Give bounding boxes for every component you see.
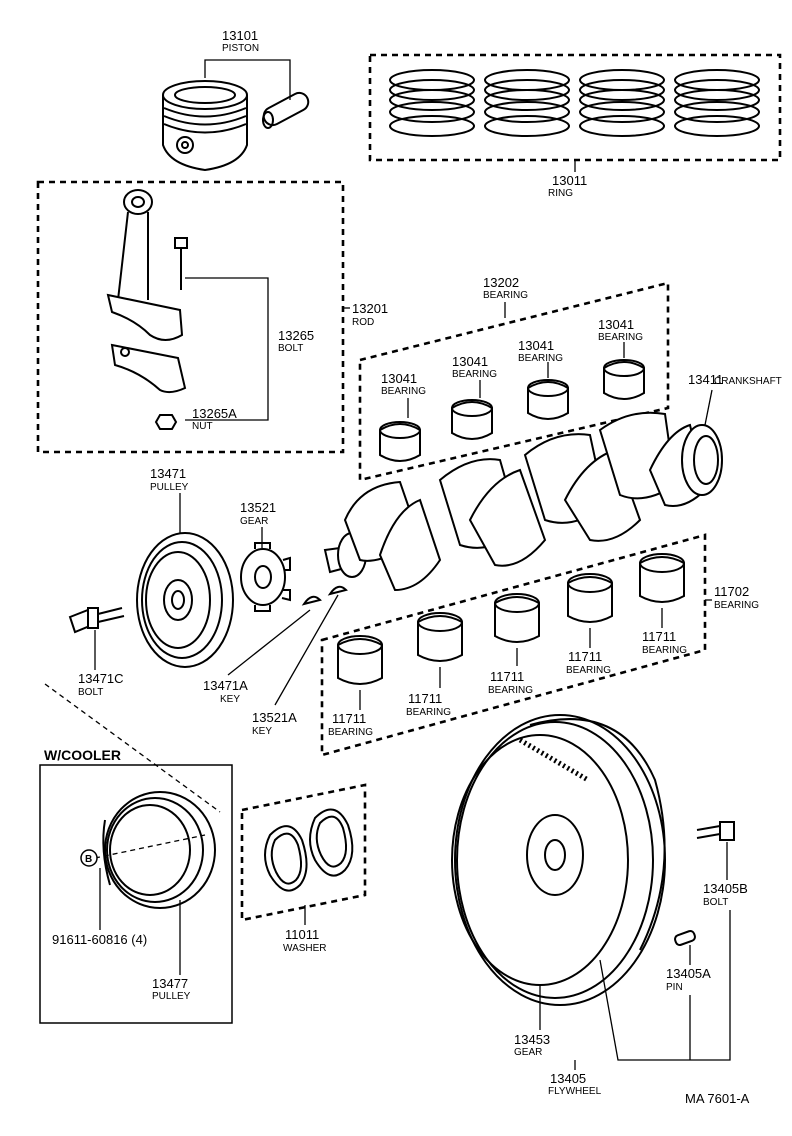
part-13453-name: GEAR (514, 1047, 542, 1058)
flywheel-drawing (451, 714, 666, 1006)
part-13041-number-3: 13041 (518, 338, 554, 353)
crank-pulley-drawing (136, 532, 234, 668)
washer-box (240, 783, 367, 922)
part-13471C-number: 13471C (78, 671, 124, 686)
callout-b-marker (80, 849, 98, 867)
part-11711-number-2: 11711 (408, 691, 442, 706)
part-11711-number-5: 11711 (642, 629, 676, 644)
part-11711-name-1: BEARING (328, 727, 373, 738)
part-13411-number: 13411 (688, 372, 723, 387)
cooler-pulley-box (39, 764, 233, 1024)
dowel-pin-drawing (674, 930, 696, 946)
crankshaft-drawing (323, 411, 723, 592)
cooler-variant-label: W/COOLER (44, 747, 121, 763)
part-13202-number: 13202 (483, 275, 519, 290)
part-13521-name: GEAR (240, 516, 268, 527)
part-13405B-name: BOLT (703, 897, 728, 908)
callout-b-letter: B (85, 854, 92, 865)
part-13405A-name: PIN (666, 982, 683, 993)
part-13521-number: 13521 (240, 500, 276, 515)
upper-bearing-box (358, 281, 670, 482)
part-13202-name: BEARING (483, 290, 528, 301)
timing-gear-drawing (240, 542, 291, 612)
part-13471-name: PULLEY (150, 482, 189, 493)
part-13405B-number: 13405B (703, 881, 748, 896)
pulley-bolt-drawing (68, 607, 125, 634)
part-13011-name: RING (548, 188, 573, 199)
part-11702-number: 11702 (714, 584, 749, 599)
part-13041-name-4: BEARING (598, 332, 643, 343)
part-13453-number: 13453 (514, 1032, 550, 1047)
part-13101-name: PISTON (222, 43, 259, 54)
part-13405-name: FLYWHEEL (548, 1086, 602, 1097)
part-11702-name: BEARING (714, 600, 759, 611)
part-13041-number-4: 13041 (598, 317, 634, 332)
part-11011-number: 11011 (285, 927, 319, 942)
part-13041-number-1: 13041 (381, 371, 417, 386)
part-11711-name-2: BEARING (406, 707, 451, 718)
part-13477-number: 13477 (152, 976, 188, 991)
thrust-washer-drawing (264, 808, 354, 892)
part-13411-name: CRANKSHAFT (714, 376, 782, 387)
part-13041-name-1: BEARING (381, 386, 426, 397)
part-13265-number: 13265 (278, 328, 314, 343)
part-13471C-name: BOLT (78, 687, 103, 698)
part-13471-number: 13471 (150, 466, 186, 481)
part-11711-name-5: BEARING (642, 645, 687, 656)
lower-bearing-shells (337, 553, 685, 685)
part-11711-number-1: 11711 (332, 711, 366, 726)
part-11711-number-4: 11711 (568, 649, 602, 664)
part-11711-name-4: BEARING (566, 665, 611, 676)
part-13265A-name: NUT (192, 421, 213, 432)
rod-assembly-box (36, 180, 345, 454)
cooler-pulley-drawing (94, 791, 216, 909)
flywheel-bolt-drawing (696, 821, 735, 841)
part-13471A-number: 13471A (203, 678, 248, 693)
part-13041-name-3: BEARING (518, 353, 563, 364)
part-13265A-number: 13265A (192, 406, 237, 421)
part-13471A-name: KEY (220, 694, 240, 705)
part-13521A-name: KEY (252, 726, 272, 737)
woodruff-keys (301, 585, 348, 606)
part-13201-name: ROD (352, 317, 374, 328)
part-13521A-number: 13521A (252, 710, 297, 725)
part-13041-name-2: BEARING (452, 369, 497, 380)
part-91611-number: 91611-60816 (4) (52, 932, 147, 947)
connecting-rod-drawing (106, 189, 188, 430)
upper-bearing-shells (379, 359, 645, 462)
part-11711-name-3: BEARING (488, 685, 533, 696)
part-13265-name: BOLT (278, 343, 303, 354)
part-13201-number: 13201 (352, 301, 388, 316)
part-11011-name: WASHER (283, 943, 327, 954)
piston-drawing (162, 80, 310, 172)
part-13041-number-2: 13041 (452, 354, 488, 369)
part-13101-number: 13101 (222, 28, 258, 43)
part-13405A-number: 13405A (666, 966, 711, 981)
part-13011-number: 13011 (552, 173, 587, 188)
lower-bearing-box (320, 533, 707, 757)
part-13405-number: 13405 (550, 1071, 586, 1086)
part-11711-number-3: 11711 (490, 669, 524, 684)
diagram-code: MA 7601-A (685, 1091, 750, 1106)
part-13477-name: PULLEY (152, 991, 191, 1002)
piston-ring-set (389, 69, 760, 137)
